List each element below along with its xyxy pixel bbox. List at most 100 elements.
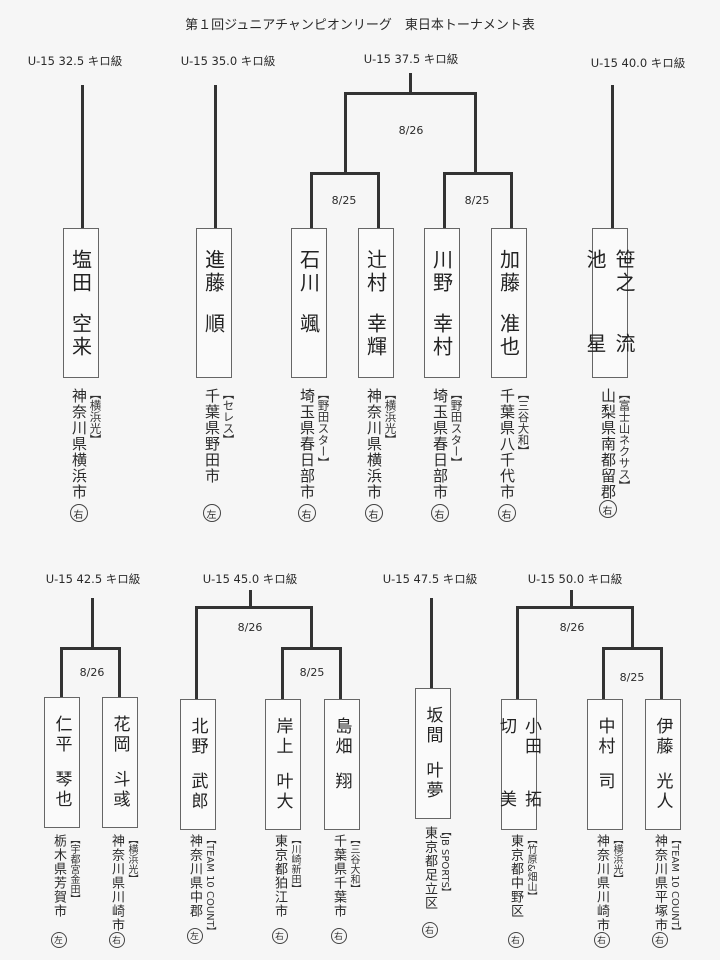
player-club: 【横浜光】: [88, 388, 103, 446]
player-affiliation: 千葉県八千代市【三谷大和】: [498, 388, 531, 500]
stance-badge: 右: [69, 504, 88, 522]
player-name-box[interactable]: 辻村幸輝: [358, 228, 394, 378]
player-name-box[interactable]: 仁平琴也: [44, 697, 80, 828]
player-affiliation: 千葉県野田市【セレス】: [203, 388, 236, 484]
bracket-line: [195, 606, 313, 609]
player-club: 【TEAM 10 COUNT】: [204, 834, 215, 937]
player-family-name: 小田切: [496, 717, 541, 757]
player-affiliation: 神奈川県中郡【TEAM 10 COUNT】: [187, 834, 215, 937]
player-family-name: 笹之池: [583, 249, 636, 295]
bracket-line: [602, 647, 663, 650]
bracket-line: [516, 606, 634, 609]
player-name-box[interactable]: 伊藤光人: [645, 699, 681, 830]
player-family-name: 進藤: [201, 249, 226, 295]
weight-class-label: U-15 37.5 キロ級: [363, 52, 459, 66]
player-given-name: 翔: [331, 772, 352, 793]
player-given-name: 叶大: [272, 772, 293, 813]
player-name-box[interactable]: 坂間叶夢: [415, 688, 451, 819]
weight-class-label: U-15 35.0 キロ級: [180, 54, 276, 68]
bracket-line: [60, 647, 121, 650]
match-date: 8/26: [79, 666, 105, 679]
player-family-name: 坂間: [422, 706, 443, 746]
player-family-name: 石川: [296, 249, 321, 295]
weight-class-label: U-15 42.5 キロ級: [45, 572, 141, 586]
bracket-line: [660, 648, 663, 699]
player-club: 【宇都宮金田】: [68, 834, 79, 904]
player-hometown: 栃木県芳賀市: [51, 834, 66, 918]
player-given-name: 流星: [583, 333, 636, 356]
match-date: 8/25: [299, 666, 325, 679]
bracket-line: [570, 590, 573, 607]
bracket-line: [310, 172, 380, 175]
player-affiliation: 栃木県芳賀市【宇都宮金田】: [51, 834, 79, 918]
player-name-box[interactable]: 小田切拓美: [496, 699, 541, 830]
stance-badge: 右: [108, 932, 125, 948]
player-hometown: 神奈川県横浜市: [365, 388, 383, 500]
player-hometown: 埼玉県春日部市: [298, 388, 316, 500]
player-name-box[interactable]: 島畑翔: [324, 699, 360, 830]
player-given-name: 光人: [652, 772, 673, 813]
stance-badge: 右: [421, 922, 438, 938]
player-name-box[interactable]: 中村司: [587, 699, 623, 830]
match-date: 8/25: [331, 194, 357, 207]
player-family-name: 中村: [594, 717, 615, 757]
player-club: 【JB SPORTS】: [439, 826, 450, 898]
player-given-name: 幸村: [429, 313, 454, 359]
player-club: 【横浜光】: [383, 388, 398, 446]
stance-badge: 左: [186, 928, 203, 944]
player-affiliation: 埼玉県春日部市【野田スター】: [298, 388, 331, 500]
player-given-name: 准也: [496, 313, 521, 359]
weight-class-label: U-15 50.0 キロ級: [527, 572, 623, 586]
player-hometown: 東京都足立区: [422, 826, 437, 910]
player-family-name: 辻村: [363, 249, 388, 295]
bracket-line: [611, 85, 614, 228]
bracket-line: [195, 607, 198, 699]
player-affiliation: 東京都足立区【JB SPORTS】: [422, 826, 450, 910]
player-hometown: 神奈川県中郡: [187, 834, 202, 918]
player-family-name: 伊藤: [652, 717, 673, 757]
player-hometown: 神奈川県平塚市: [652, 834, 667, 932]
player-affiliation: 神奈川県横浜市【横浜光】: [365, 388, 398, 500]
player-club: 【セレス】: [221, 388, 236, 446]
player-given-name: 颯: [296, 313, 321, 336]
player-name-box[interactable]: 進藤順: [196, 228, 232, 378]
bracket-line: [339, 648, 342, 699]
weight-class-label: U-15 45.0 キロ級: [202, 572, 298, 586]
player-given-name: 武郎: [187, 772, 208, 813]
bracket-line: [310, 173, 313, 228]
match-date: 8/26: [398, 124, 424, 137]
stance-badge: 左: [50, 932, 67, 948]
player-hometown: 神奈川県川崎市: [594, 834, 609, 932]
player-name-box[interactable]: 笹之池流星: [583, 228, 636, 378]
player-hometown: 東京都狛江市: [272, 834, 287, 918]
player-name-box[interactable]: 花岡斗彧: [102, 697, 138, 828]
player-club: 【富士山ネクサス】: [617, 388, 632, 492]
bracket-line: [443, 172, 513, 175]
player-given-name: 斗彧: [109, 770, 130, 811]
player-given-name: 拓美: [496, 790, 541, 811]
bracket-line: [91, 598, 94, 648]
player-club: 【三谷大和】: [516, 388, 531, 457]
stance-badge: 右: [651, 932, 668, 948]
stance-badge: 右: [497, 504, 516, 522]
player-name-box[interactable]: 北野武郎: [180, 699, 216, 830]
player-family-name: 島畑: [331, 717, 352, 757]
stance-badge: 右: [430, 504, 449, 522]
bracket-line: [344, 92, 477, 95]
player-name-box[interactable]: 石川颯: [291, 228, 327, 378]
player-affiliation: 神奈川県平塚市【TEAM 10 COUNT】: [652, 834, 680, 937]
player-club: 【横浜光】: [126, 834, 137, 884]
player-family-name: 塩田: [68, 249, 93, 295]
player-name-box[interactable]: 加藤准也: [491, 228, 527, 378]
player-club: 【三谷大和】: [348, 834, 359, 894]
player-name-box[interactable]: 岸上叶大: [265, 699, 301, 830]
player-club: 【TEAM 10 COUNT】: [669, 834, 680, 937]
player-given-name: 司: [594, 772, 615, 793]
player-name-box[interactable]: 川野幸村: [424, 228, 460, 378]
bracket-line: [430, 598, 433, 688]
bracket-line: [249, 590, 252, 607]
player-name-box[interactable]: 塩田空来: [63, 228, 99, 378]
bracket-line: [281, 648, 284, 699]
player-hometown: 千葉県八千代市: [498, 388, 516, 500]
player-hometown: 神奈川県横浜市: [70, 388, 88, 500]
